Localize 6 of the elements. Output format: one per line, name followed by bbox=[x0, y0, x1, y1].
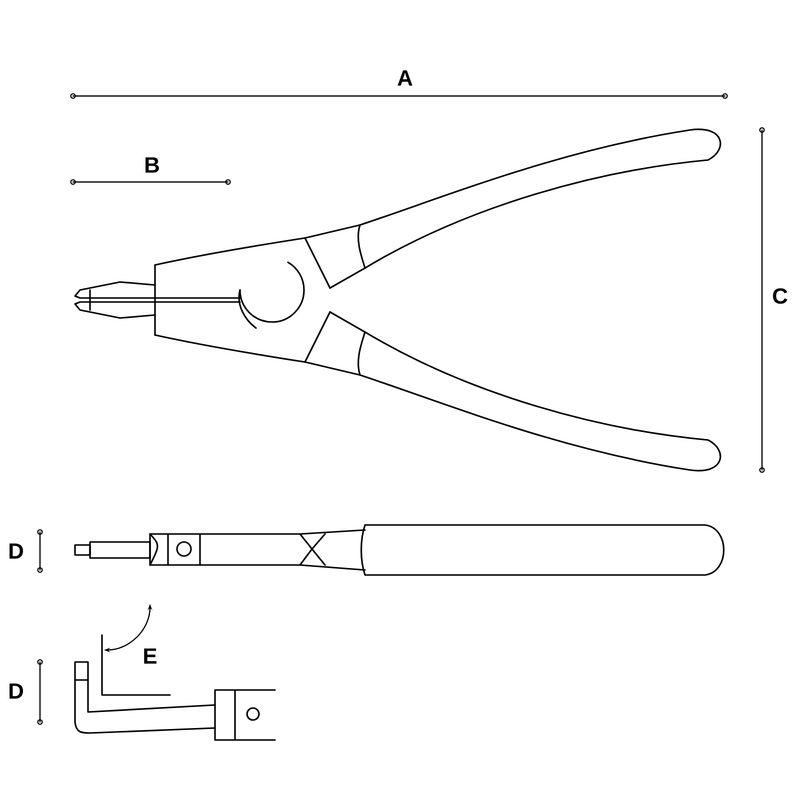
dimension-label: A bbox=[398, 70, 412, 86]
dimension-label: D bbox=[10, 543, 24, 559]
dimension-label: E bbox=[144, 648, 156, 664]
dimension-label: B bbox=[146, 157, 159, 173]
dimension-label: C bbox=[772, 288, 788, 304]
dimension-label: D bbox=[10, 683, 24, 699]
